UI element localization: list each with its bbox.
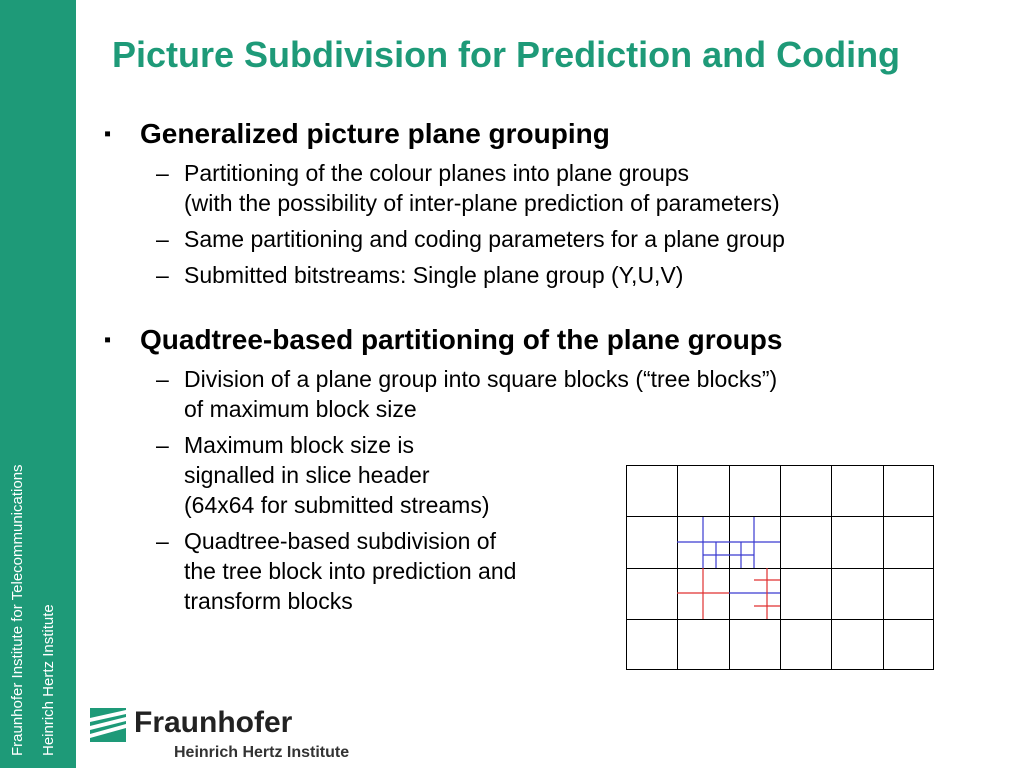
bullet-plane-grouping: ▪ Generalized picture plane grouping xyxy=(104,116,1004,152)
sub-bullet: – Submitted bitstreams: Single plane gro… xyxy=(104,260,1004,290)
bullet-block-2: ▪ Quadtree-based partitioning of the pla… xyxy=(104,322,1004,616)
sub-bullet-line: Partitioning of the colour planes into p… xyxy=(184,160,690,186)
dash-icon: – xyxy=(156,262,169,288)
quadtree-red-partition xyxy=(677,568,780,619)
bullet-quadtree: ▪ Quadtree-based partitioning of the pla… xyxy=(104,322,1004,358)
logo-name: Fraunhofer xyxy=(134,706,293,739)
sub-bullet-line: transform blocks xyxy=(184,588,353,614)
quadtree-blue-partition xyxy=(677,517,780,594)
sub-bullet-line: Submitted bitstreams: Single plane group… xyxy=(184,262,684,288)
slide-content: ▪ Generalized picture plane grouping – P… xyxy=(104,116,1004,616)
dash-icon: – xyxy=(156,160,169,186)
sub-bullet-line: the tree block into prediction and xyxy=(184,558,517,584)
sub-bullet-line: (64x64 for submitted streams) xyxy=(184,492,490,518)
slide-title: Picture Subdivision for Prediction and C… xyxy=(112,34,901,75)
sidebar-band: Fraunhofer Institute for Telecommunicati… xyxy=(0,0,76,768)
bullet-text: Quadtree-based partitioning of the plane… xyxy=(140,324,783,355)
tree-block-grid xyxy=(626,465,934,670)
logo-subtitle: Heinrich Hertz Institute xyxy=(174,744,350,761)
dash-icon: – xyxy=(156,432,169,458)
square-bullet-icon: ▪ xyxy=(104,329,112,351)
sub-bullet-line: Maximum block size is xyxy=(184,432,415,458)
sub-bullet: – Division of a plane group into square … xyxy=(104,364,1004,424)
sidebar-hhi-label: Heinrich Hertz Institute xyxy=(40,604,57,756)
bullet-text: Generalized picture plane grouping xyxy=(140,118,610,149)
dash-icon: – xyxy=(156,528,169,554)
bullet-block-1: ▪ Generalized picture plane grouping – P… xyxy=(104,116,1004,290)
dash-icon: – xyxy=(156,226,169,252)
quadtree-grid-figure xyxy=(626,465,934,670)
dash-icon: – xyxy=(156,366,169,392)
sidebar-institute-label: Fraunhofer Institute for Telecommunicati… xyxy=(9,464,26,756)
sub-bullet-line: signalled in slice header xyxy=(184,462,430,488)
square-bullet-icon: ▪ xyxy=(104,123,112,145)
sub-bullet-line: (with the possibility of inter-plane pre… xyxy=(184,190,780,216)
sub-bullet-line: Quadtree-based subdivision of xyxy=(184,528,496,554)
fraunhofer-logo: Fraunhofer Heinrich Hertz Institute xyxy=(90,706,350,764)
sub-bullet: – Quadtree-based subdivision of the tree… xyxy=(104,526,1004,616)
sub-bullet-line: of maximum block size xyxy=(184,396,417,422)
sub-bullet: – Partitioning of the colour planes into… xyxy=(104,158,1004,218)
sub-bullet-line: Division of a plane group into square bl… xyxy=(184,366,778,392)
sub-bullet-line: Same partitioning and coding parameters … xyxy=(184,226,785,252)
fraunhofer-logo-icon xyxy=(90,708,126,742)
sub-bullet: – Same partitioning and coding parameter… xyxy=(104,224,1004,254)
sub-bullet: – Maximum block size is signalled in sli… xyxy=(104,430,1004,520)
